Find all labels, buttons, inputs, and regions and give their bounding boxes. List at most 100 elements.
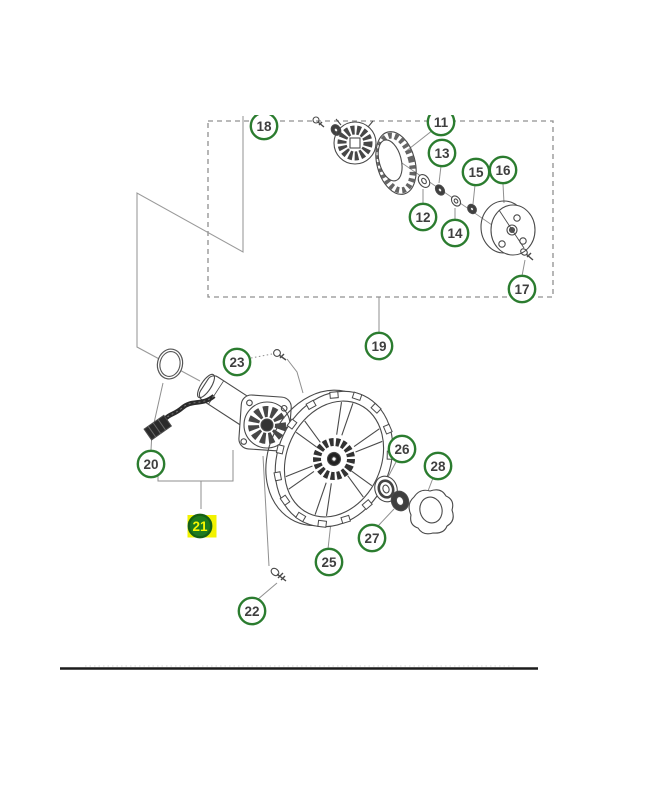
callout-circle [507, 274, 537, 304]
callout-number: 19 [371, 339, 386, 354]
wheel-cleat [340, 514, 352, 525]
wheel-cleat [273, 471, 283, 482]
washer-12-part [417, 174, 431, 188]
callout-circle [364, 331, 394, 361]
callout-number: 22 [244, 604, 259, 619]
part-callout-27[interactable]: 27 [357, 523, 387, 553]
callout-number: 15 [468, 165, 484, 180]
detail-box [207, 120, 554, 298]
part-callout-15[interactable]: 15 [461, 157, 491, 187]
callout-circle [314, 547, 344, 577]
leader-23-dotted [250, 353, 273, 359]
wheel-spoke [285, 465, 313, 478]
callout-number: 14 [447, 226, 463, 241]
leader-17 [521, 259, 526, 277]
wheel-spoke [295, 431, 317, 448]
leader-22-long [262, 455, 270, 567]
wheel-spoke [314, 482, 327, 515]
wheel-cleat [329, 391, 339, 399]
part-callout-20[interactable]: 20 [136, 449, 166, 479]
part-callout-28[interactable]: 28 [423, 451, 453, 481]
screw-part [312, 116, 325, 128]
part-callout-16[interactable]: 16 [488, 155, 518, 185]
wheel-cleat [382, 423, 393, 435]
motor-cable-ribs [162, 395, 215, 422]
callout-number: 11 [434, 115, 449, 130]
wheel-spoke [353, 428, 380, 448]
washer-13-part [434, 184, 446, 196]
leader-27 [377, 508, 395, 527]
callout-number: 13 [434, 146, 450, 161]
callout-circle [222, 347, 252, 377]
screw-22-part [270, 567, 287, 582]
wheel-spoke [304, 420, 321, 443]
callout-number: 20 [143, 457, 158, 472]
wheel-spoke [336, 402, 343, 435]
callout-number: 12 [415, 210, 430, 225]
callout-circle [440, 218, 470, 248]
wheel-spoke [341, 403, 354, 436]
wheel-spokes [285, 402, 383, 516]
gear-unit-part [333, 118, 377, 165]
detail-box-parts [312, 116, 536, 261]
callout-number: 28 [430, 459, 446, 474]
part-callout-22[interactable]: 22 [237, 596, 267, 626]
motor-cable [161, 394, 216, 423]
top-crop-mask [0, 0, 652, 115]
screw-23-part [273, 349, 287, 361]
hub-part [480, 200, 536, 256]
wheel-spoke [355, 440, 383, 453]
part-callout-21[interactable]: 21 [187, 513, 217, 539]
part-callout-14[interactable]: 14 [440, 218, 470, 248]
part-callout-23[interactable]: 23 [222, 347, 252, 377]
cable-connector [143, 414, 173, 441]
wheel-cleat [275, 444, 285, 455]
wheel-cleat [317, 519, 328, 528]
part-callout-18[interactable]: 18 [249, 111, 279, 141]
wheel-cleat [361, 498, 373, 511]
screw-17-part [520, 248, 534, 261]
wheel-cleat [370, 402, 382, 414]
part-callout-17[interactable]: 17 [507, 274, 537, 304]
callout-number: 18 [256, 119, 272, 134]
wheel-spoke [325, 483, 332, 516]
callout-circle [357, 523, 387, 553]
callout-number: 26 [394, 442, 410, 457]
callout-circle [187, 513, 213, 539]
callout-circle [387, 434, 417, 464]
hub-cap-part [408, 489, 454, 535]
wheel-spoke [288, 470, 315, 490]
part-callout-26[interactable]: 26 [387, 434, 417, 464]
leader-23 [286, 358, 304, 394]
callout-circle [408, 202, 438, 232]
part-callout-25[interactable]: 25 [314, 547, 344, 577]
wheel-spoke [347, 475, 364, 498]
wheel-cleat [351, 391, 363, 401]
callout-number: 25 [321, 555, 337, 570]
leader-20 [150, 382, 164, 451]
callout-circle [423, 451, 453, 481]
part-callout-12[interactable]: 12 [408, 202, 438, 232]
wheel-cleat [305, 399, 317, 411]
leader-13 [438, 165, 442, 184]
leader-11 [404, 129, 434, 153]
wheel-spoke [351, 470, 373, 487]
locknut-part [390, 490, 410, 512]
part-callout-13[interactable]: 13 [427, 138, 457, 168]
seal-washer-part [374, 475, 398, 503]
washer-dark-part [330, 124, 342, 136]
wheel-cleat [286, 418, 298, 430]
callout-circle [427, 138, 457, 168]
part-callout-19[interactable]: 19 [364, 331, 394, 361]
callout-number: 21 [192, 519, 208, 534]
leader-22 [256, 582, 278, 601]
group-bracket [157, 450, 234, 482]
wheel-drum-part [375, 131, 417, 195]
drive-wheel-part [265, 389, 394, 528]
leader-26 [386, 461, 397, 480]
wheel-cleat [279, 494, 291, 506]
callouts-layer: 11 12 13 14 15 16 17 18 19 20 21 22 23 25 26 27 28 [136, 107, 537, 626]
leader-28 [427, 477, 434, 492]
